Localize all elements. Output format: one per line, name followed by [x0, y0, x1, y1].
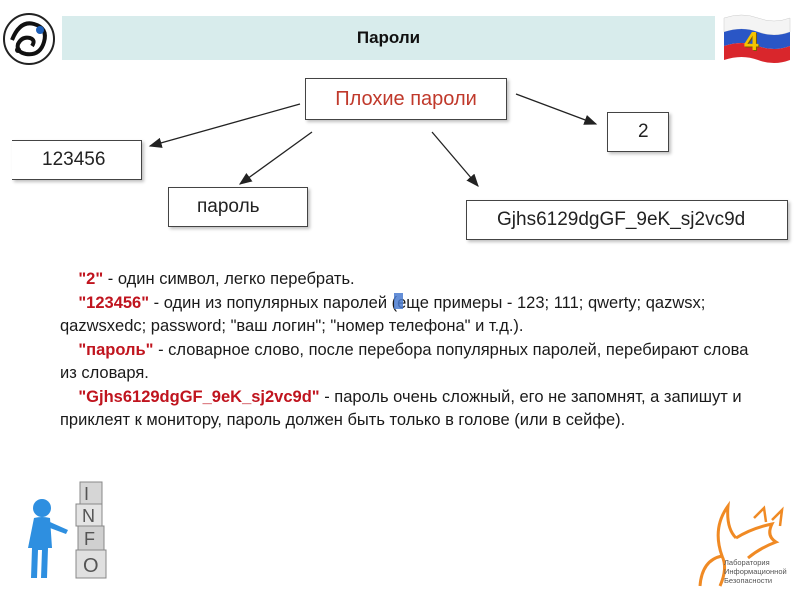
lab-emblem-icon: [0, 10, 58, 68]
example-box-parol: пароль: [168, 187, 308, 227]
bad-passwords-box: Плохие пароли: [305, 78, 507, 120]
svg-text:I: I: [84, 484, 89, 504]
slide-number: 4: [744, 26, 758, 57]
header-band: Пароли: [62, 16, 715, 60]
explanation-line: - один из популярных паролей (еще пример…: [60, 294, 705, 336]
explanation-line: - один символ, легко перебрать.: [103, 270, 354, 288]
arrow-to-parol: [240, 132, 312, 184]
password-quote: "пароль": [78, 341, 153, 359]
explanation-line: - словарное слово, после перебора популя…: [60, 341, 748, 383]
explanation-item: "Gjhs6129dgGF_9eK_sj2vc9d" - пароль очен…: [60, 386, 760, 433]
example-box-2: 2: [607, 112, 669, 152]
explanation-item: "123456" - один из популярных паролей (е…: [60, 292, 760, 339]
page-title: Пароли: [357, 28, 420, 48]
password-quote: "Gjhs6129dgGF_9eK_sj2vc9d": [78, 388, 319, 406]
example-box-123456: 123456: [12, 140, 142, 180]
arrow-to-complex: [432, 132, 478, 186]
explanation-item: "2" - один символ, легко перебрать.: [60, 268, 760, 292]
explanation-item: "пароль" - словарное слово, после перебо…: [60, 339, 760, 386]
info-figure-icon: I N F O: [20, 478, 115, 583]
lab-logo-text: Лаборатория Информационной Безопасности: [724, 558, 794, 585]
svg-text:O: O: [83, 555, 99, 577]
svg-text:F: F: [84, 529, 95, 549]
password-quote: "2": [78, 270, 103, 288]
arrow-to-2: [516, 94, 596, 124]
password-quote: "123456": [78, 294, 149, 312]
example-box-complex: Gjhs6129dgGF_9eK_sj2vc9d: [466, 200, 788, 240]
explanation-text: "2" - один символ, легко перебрать. "123…: [60, 268, 760, 433]
svg-text:N: N: [82, 506, 95, 526]
text-cursor-marker: [394, 293, 403, 309]
arrow-to-123456: [150, 104, 300, 146]
